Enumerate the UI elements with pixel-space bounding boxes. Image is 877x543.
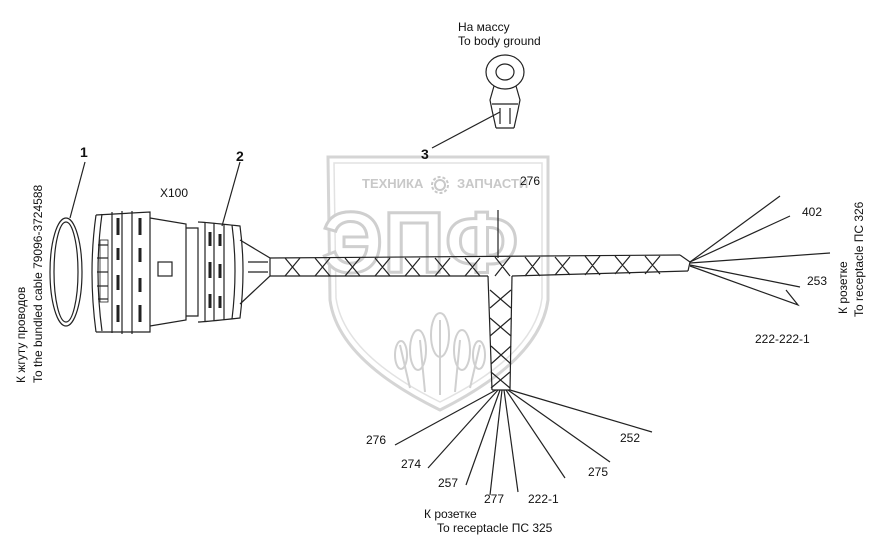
wheat-icon: [394, 312, 486, 395]
ground-label-ru: На массу: [458, 20, 510, 34]
wire-label-257: 257: [438, 476, 459, 490]
wire-label-252: 252: [620, 431, 641, 445]
wire-label-222-222-1: 222-222-1: [755, 332, 810, 346]
wire-label-402: 402: [802, 205, 823, 219]
wire-label-253: 253: [807, 274, 828, 288]
gear-icon: [431, 176, 449, 194]
callout-3: 3: [421, 146, 429, 162]
wire-label-274: 274: [401, 457, 422, 471]
connector-boot: [239, 239, 271, 305]
wire-label-277: 277: [484, 492, 505, 506]
main-bundle: [269, 254, 691, 277]
right-fan: [689, 195, 831, 307]
callout-1-leader: [69, 161, 86, 219]
wire-label-275: 275: [588, 465, 609, 479]
watermark-right-word: ЗАПЧАСТИ: [457, 176, 529, 191]
cable-label-en: To the bundled cable 79096-3724588: [31, 184, 45, 383]
ground-label-en: To body ground: [458, 34, 541, 48]
bottom-fan: [394, 389, 653, 496]
rec325-label-ru: К розетке: [424, 507, 477, 521]
watermark-left-word: ТЕХНИКА: [362, 176, 424, 191]
callout-1: 1: [80, 144, 88, 160]
o-ring: [49, 217, 83, 327]
rec325-label-en: To receptacle ПС 325: [437, 521, 553, 535]
callout-2-leader: [221, 161, 241, 227]
wire-label-276: 276: [366, 433, 387, 447]
rec326-label-ru: К розетке: [836, 261, 850, 314]
wire-label-276-top: 276: [520, 174, 541, 188]
connector-x100: [91, 211, 244, 334]
cable-label-ru: К жгуту проводов: [14, 286, 28, 383]
callout-3-leader: [431, 111, 501, 149]
callout-2: 2: [236, 148, 244, 164]
wire-label-222-1: 222-1: [528, 492, 559, 506]
ground-lug: [485, 54, 525, 129]
lower-branch: [487, 275, 513, 391]
connector-label: X100: [160, 186, 189, 200]
rec326-label-en: To receptacle ПС 326: [852, 201, 866, 317]
